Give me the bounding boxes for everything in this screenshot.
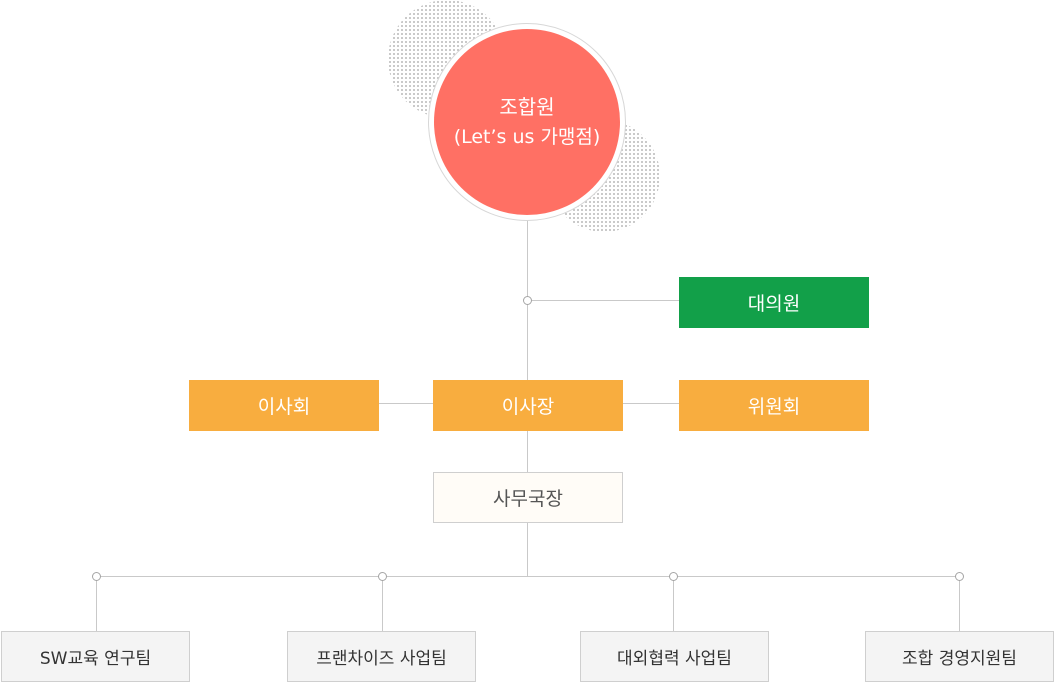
team-connector-3 bbox=[673, 576, 674, 632]
team-box-sw-education: SW교육 연구팀 bbox=[1, 631, 190, 682]
team-box-external-cooperation: 대외협력 사업팀 bbox=[580, 631, 769, 682]
members-circle: 조합원 (Let’s us 가맹점) bbox=[434, 29, 620, 215]
chairman-box: 이사장 bbox=[433, 380, 623, 431]
board-connector bbox=[378, 403, 434, 404]
secretariat-box: 사무국장 bbox=[433, 472, 623, 523]
committee-box: 위원회 bbox=[679, 380, 869, 431]
team-junction-dot-1 bbox=[92, 572, 101, 581]
team-junction-dot-4 bbox=[955, 572, 964, 581]
team-box-management-support: 조합 경영지원팀 bbox=[865, 631, 1054, 682]
council-junction-dot bbox=[523, 296, 532, 305]
team-connector-1 bbox=[96, 576, 97, 632]
members-subtitle: (Let’s us 가맹점) bbox=[453, 126, 601, 148]
team-connector-4 bbox=[959, 576, 960, 632]
board-box: 이사회 bbox=[189, 380, 379, 431]
team-connector-2 bbox=[382, 576, 383, 632]
team-junction-dot-2 bbox=[378, 572, 387, 581]
members-title: 조합원 bbox=[499, 95, 555, 119]
council-connector bbox=[527, 300, 680, 301]
council-box: 대의원 bbox=[679, 277, 869, 328]
team-junction-dot-3 bbox=[669, 572, 678, 581]
team-box-franchise: 프랜차이즈 사업팀 bbox=[287, 631, 476, 682]
teams-horizontal-connector bbox=[96, 576, 960, 577]
committee-connector bbox=[622, 403, 680, 404]
